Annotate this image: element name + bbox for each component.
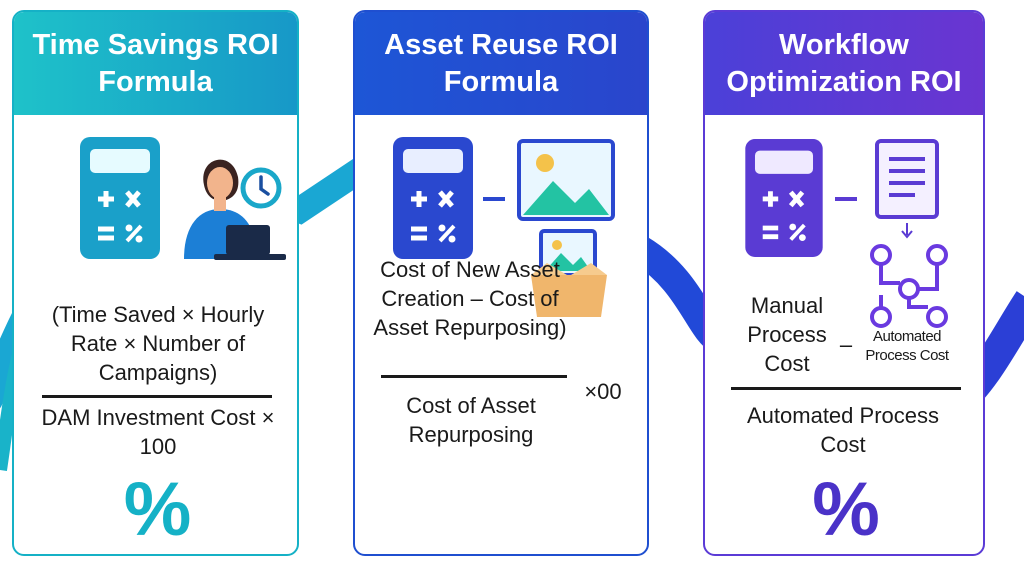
workflow-optimization-card: Workflow Optimization ROI <box>703 10 985 556</box>
workflow-optimization-denominator: Automated Process Cost <box>747 403 939 457</box>
automated-process-cost: Automated Process Cost <box>865 328 949 364</box>
time-savings-card-header: Time Savings ROI Formula <box>14 12 297 115</box>
minus-icon <box>835 197 857 201</box>
asset-reuse-numerator: Cost of New Asset Creation – Cost of Ass… <box>373 257 567 340</box>
workflow-optimization-card-header: Workflow Optimization ROI <box>705 12 983 115</box>
calculator-icon <box>393 137 473 259</box>
asset-reuse-multiplier: ×00 <box>584 379 622 404</box>
fraction-bar <box>731 387 961 390</box>
clock-icon <box>240 167 282 209</box>
image-icon <box>517 139 615 221</box>
time-savings-denominator: DAM Investment Cost × 100 <box>41 405 275 459</box>
fraction-bar <box>42 395 272 398</box>
fraction-bar <box>381 375 567 378</box>
percent-symbol: % <box>123 467 192 552</box>
arrow-down-icon <box>901 223 913 239</box>
asset-reuse-card-header: Asset Reuse ROI Formula <box>355 12 647 115</box>
asset-reuse-denominator: Cost of Asset Repurposing <box>406 393 536 447</box>
asset-reuse-card: Asset Reuse ROI Formula Cost of New A <box>353 10 649 556</box>
calculator-icon <box>80 137 160 259</box>
minus-icon <box>483 197 505 201</box>
manual-process-cost: Manual Process Cost <box>747 293 827 376</box>
time-savings-card: Time Savings ROI Formula (Time Saved × H… <box>12 10 299 556</box>
asset-reuse-title: Asset Reuse ROI Formula <box>384 28 618 98</box>
box-image-icon <box>531 229 607 317</box>
person-laptop-icon <box>184 159 286 260</box>
calculator-icon <box>745 139 823 257</box>
time-savings-title: Time Savings ROI Formula <box>32 28 279 98</box>
percent-symbol: % <box>812 467 880 552</box>
minus-operator: – <box>839 332 853 357</box>
document-icon <box>875 139 939 219</box>
time-savings-numerator: (Time Saved × Hourly Rate × Number of Ca… <box>51 302 265 385</box>
workflow-optimization-title: Workflow Optimization ROI <box>726 28 962 98</box>
workflow-nodes-icon <box>870 244 948 328</box>
